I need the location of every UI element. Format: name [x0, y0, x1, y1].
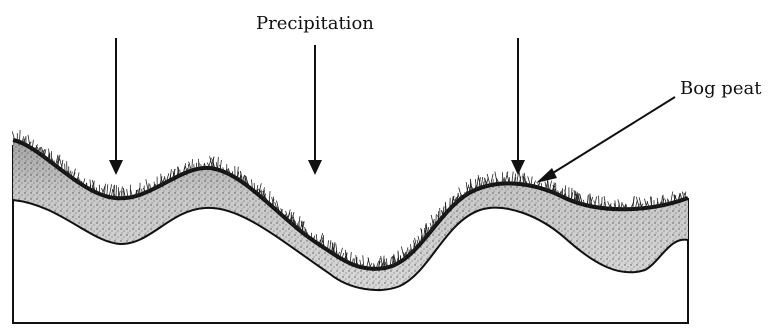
grass-blade: [431, 227, 432, 232]
grass-blade: [599, 196, 600, 209]
grass-blade: [440, 208, 441, 221]
grass-blade: [354, 258, 355, 266]
bog-peat-pointer-arrow: [536, 97, 675, 183]
precipitation-arrow-left: [109, 38, 123, 175]
bog-peat-label: Bog peat: [680, 78, 762, 99]
precipitation-arrow-center: [308, 45, 322, 175]
precipitation-label: Precipitation: [256, 13, 374, 34]
grass-blade: [99, 185, 100, 195]
grass-blade: [140, 183, 141, 196]
grass-blade: [450, 198, 451, 210]
precipitation-arrow-right: [511, 38, 525, 175]
grass-blade: [174, 169, 175, 179]
grass-blade: [285, 214, 286, 219]
grass-blade: [502, 172, 503, 184]
grass-blade: [663, 195, 664, 206]
